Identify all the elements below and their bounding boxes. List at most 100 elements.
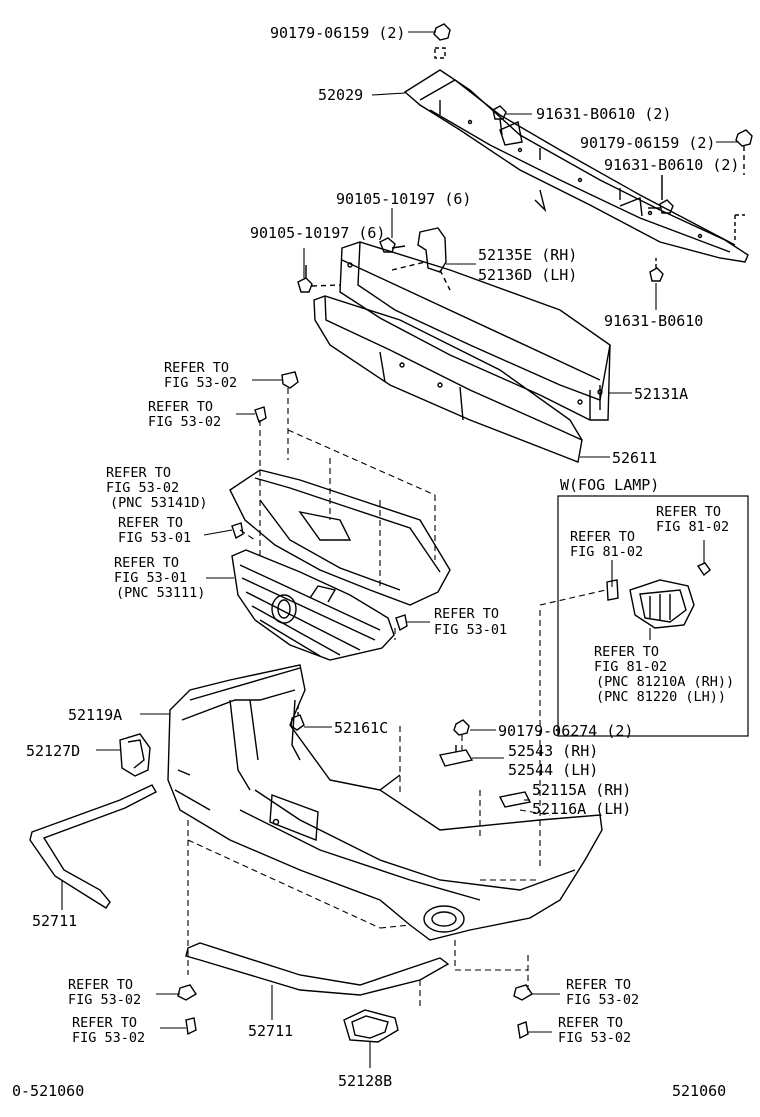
refer-line: (PNC 53141D) [110,495,208,511]
refer-line: REFER TO [72,1015,137,1031]
refer-line: REFER TO [148,399,213,415]
fog-lamp [606,562,711,629]
nut-icon [433,23,451,59]
bumper-reinforcement-lower [339,241,611,421]
label-fog-lamp-heading: W(FOG LAMP) [560,476,659,494]
refer-line: REFER TO [656,504,721,520]
nut-icon [453,719,470,736]
refer-line: FIG 81-02 [594,659,667,675]
guide-lines [187,589,607,1010]
label-bolt-90105-10197-a: 90105-10197 (6) [336,190,471,208]
label-52136d: 52136D (LH) [478,266,577,284]
refer-line: FIG 81-02 [570,544,643,560]
bolt-icon [492,105,507,136]
refer-block: REFER TO FIG 53-02 [148,399,221,430]
label-52135e: 52135E (RH) [478,246,577,264]
clip-icon [177,984,533,1040]
refer-line: REFER TO [114,555,179,571]
label-52029: 52029 [318,86,363,104]
refer-line: FIG 53-01 [114,570,187,586]
refer-block: REFER TO FIG 53-02 [68,977,141,1008]
refer-line: REFER TO [106,465,171,481]
refer-block: REFER TO FIG 81-02 (PNC 81210A (RH)) (PN… [594,644,734,705]
refer-line: REFER TO [118,515,183,531]
footer-right-code: 521060 [672,1082,726,1100]
label-52115a: 52115A (RH) [532,781,631,799]
refer-block: REFER TO FIG 53-01 [434,606,507,638]
refer-line: REFER TO [566,977,631,993]
support-icon [498,791,532,808]
label-52116a: 52116A (LH) [532,800,631,818]
refer-line: FIG 53-02 [148,414,221,430]
bumper-moulding-left [29,784,157,909]
energy-absorber [313,295,583,463]
label-52127d: 52127D [26,742,80,760]
retainer-icon [438,745,474,767]
cap-52127d [119,733,151,777]
label-52161c: 52161C [334,719,388,737]
refer-line: FIG 53-02 [72,1030,145,1046]
radiator-grille-cover [229,469,451,606]
refer-block: REFER TO FIG 53-01 [118,515,191,546]
label-nut-90179-06274: 90179-06274 (2) [498,722,633,740]
label-bolt-91631-b0610-mid: 91631-B0610 (2) [604,156,739,174]
guide-lines [239,388,436,640]
refer-line: REFER TO [558,1015,623,1031]
refer-block: REFER TO FIG 81-02 [656,504,729,535]
clip-icon [231,371,408,632]
footer-left-code: 0-521060 [12,1082,84,1100]
bumper-moulding-lower [185,942,450,996]
label-52543: 52543 (RH) [508,742,598,760]
label-bolt-91631-b0610-low: 91631-B0610 [604,312,703,330]
refer-line: FIG 53-02 [164,375,237,391]
refer-line: FIG 53-02 [106,480,179,496]
fog-lamp-cover [423,905,465,933]
refer-block: REFER TO FIG 53-02 [164,360,237,391]
refer-block: REFER TO FIG 53-02 (PNC 53141D) [106,465,208,511]
label-52611: 52611 [612,449,657,467]
bracket-icon [391,227,451,291]
refer-line: FIG 53-02 [566,992,639,1008]
refer-line: FIG 53-01 [434,622,507,638]
refer-line: FIG 53-01 [118,530,191,546]
refer-line: (PNC 53111) [116,585,205,601]
refer-line: FIG 53-02 [68,992,141,1008]
label-52128b: 52128B [338,1072,392,1090]
label-52711-bottom: 52711 [248,1022,293,1040]
refer-line: (PNC 81210A (RH)) [596,674,734,690]
bolt-icon [290,706,305,731]
refer-block: REFER TO FIG 53-02 [558,1015,631,1046]
radiator-grille [231,549,395,661]
refer-block: REFER TO FIG 53-02 [566,977,639,1008]
bolt-icon [379,237,406,253]
label-52119a: 52119A [68,706,122,724]
refer-line: REFER TO [434,606,499,622]
refer-block: REFER TO FIG 81-02 [570,529,643,560]
label-52711-left: 52711 [32,912,77,930]
label-bolt-91631-b0610: 91631-B0610 (2) [536,105,671,123]
label-bolt-90105-10197-b: 90105-10197 (6) [250,224,385,242]
label-nut-90179-06159: 90179-06159 (2) [270,24,405,42]
bolt-icon [297,265,341,293]
fog-lamp-inset-frame [557,495,749,737]
bumper-cover [167,664,603,941]
refer-line: REFER TO [164,360,229,376]
label-52544: 52544 (LH) [508,761,598,779]
bumper-reinforcement-upper [403,69,749,263]
refer-line: FIG 81-02 [656,519,729,535]
bolt-icon [648,175,674,214]
nut-icon [735,129,753,175]
label-nut-90179-06159-right: 90179-06159 (2) [580,134,715,152]
label-52131a: 52131A [634,385,688,403]
refer-line: REFER TO [570,529,635,545]
fog-cover-52128b [343,1009,399,1043]
refer-line: (PNC 81220 (LH)) [596,689,726,705]
refer-line: REFER TO [594,644,659,660]
refer-line: FIG 53-02 [558,1030,631,1046]
bolt-icon [649,258,664,282]
refer-line: REFER TO [68,977,133,993]
leader-lines [61,31,738,1068]
refer-block: REFER TO FIG 53-02 [72,1015,145,1046]
